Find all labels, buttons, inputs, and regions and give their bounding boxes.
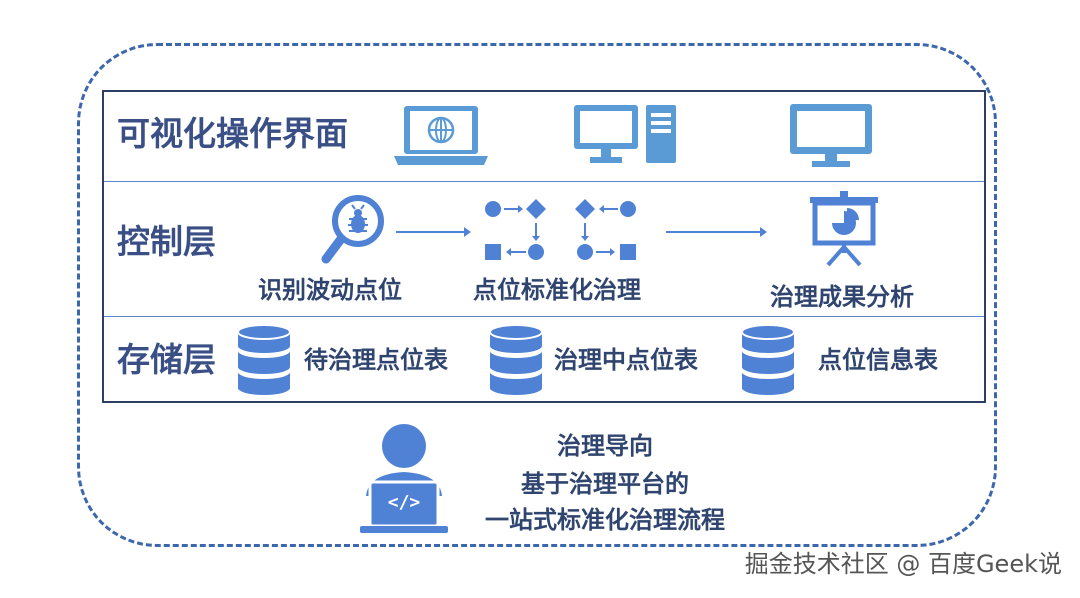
monitor-icon [790,104,872,167]
presentation-chart-icon [810,191,878,267]
step-label-identify: 识别波动点位 [258,276,402,304]
user-caption-line-3: 一站式标准化治理流程 [485,506,725,534]
layers-frame [102,90,986,403]
step-label-standardize: 点位标准化治理 [473,276,641,304]
database-icon [741,324,795,395]
watermark: 掘金技术社区 @ 百度Geek说 [744,550,1062,578]
user-caption-line-2: 基于治理平台的 [521,470,689,498]
control-layer-title: 控制层 [117,222,216,261]
database-icon [237,324,291,395]
flow-arrow-1 [396,227,471,237]
flow-arrow-2 [666,227,767,237]
user-caption-line-1: 治理导向 [557,432,653,460]
outer-dashed-boundary [77,43,997,547]
bug-search-icon [321,195,384,264]
developer-user-icon: </> [358,422,450,534]
table-label-info: 点位信息表 [818,346,938,374]
code-symbol: </> [387,492,421,513]
ui-layer-title: 可视化操作界面 [117,114,348,153]
storage-layer-title: 存储层 [117,340,216,379]
standardization-flow-icon [485,199,636,260]
step-label-analysis: 治理成果分析 [770,283,914,311]
layer-divider-1 [104,181,984,182]
desktop-computer-icon [574,105,676,163]
layer-divider-2 [104,316,984,317]
table-label-pending: 待治理点位表 [304,346,448,374]
table-label-in-progress: 治理中点位表 [554,346,698,374]
database-icon [489,324,543,395]
laptop-globe-icon [394,106,488,165]
